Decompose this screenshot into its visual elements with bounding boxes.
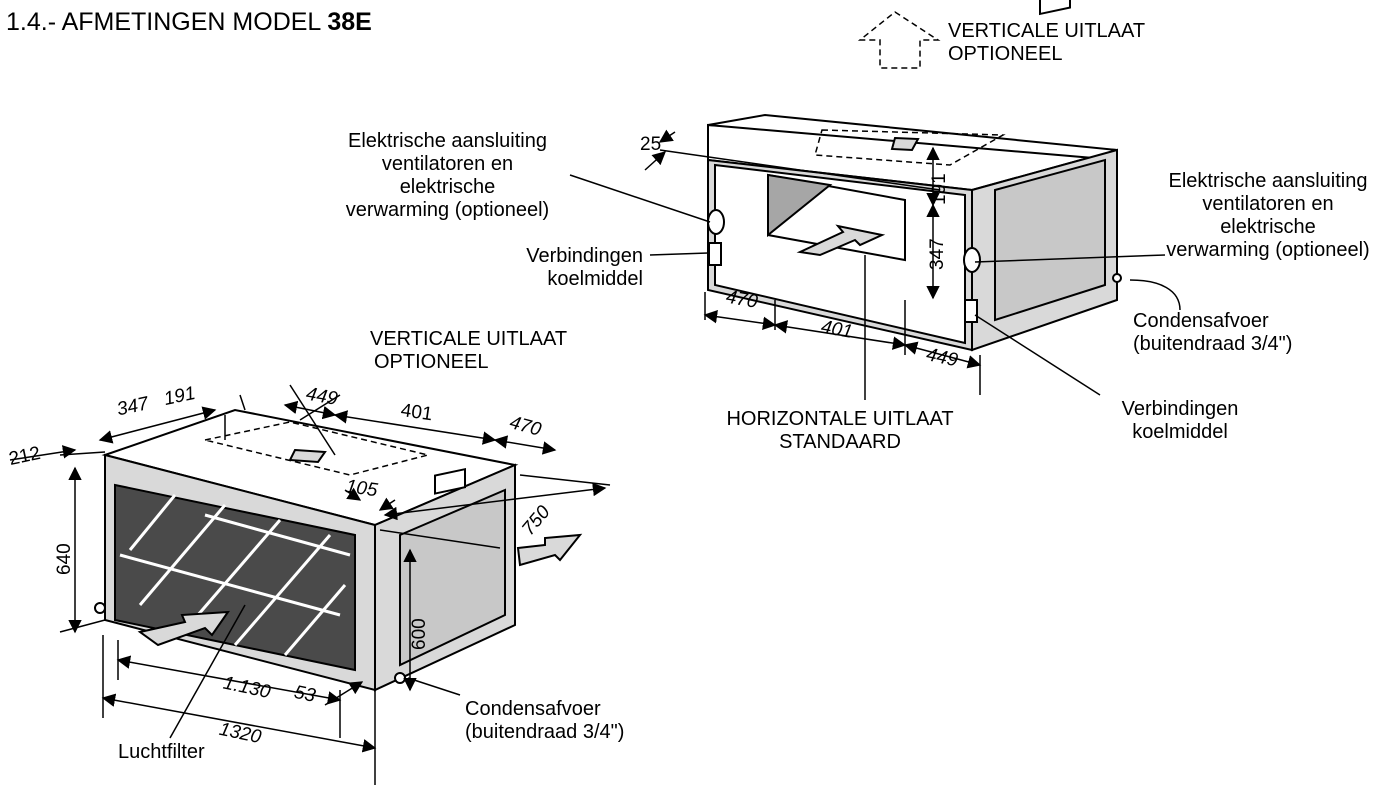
horizontal-outlet-label: HORIZONTALE UITLAAT STANDAARD (726, 408, 954, 453)
dim-right-191: 191 (929, 173, 950, 205)
right-side-refrigerant-connections-label: Verbindingen koelmiddel (1121, 398, 1239, 443)
dim-left-470: 470 (507, 412, 543, 441)
right-side-electrical-connection-label: Elektrische aansluiting ventilatoren en … (1166, 170, 1370, 261)
horizontal-outlet-arrow (796, 224, 886, 257)
air-outlet-arrow (516, 533, 583, 567)
dim-left-1130: 1.130 (221, 673, 272, 704)
left-condensate-drain-label: Condensafvoer (buitendraad 3/4") (465, 698, 625, 743)
air-filter-label: Luchtfilter (118, 741, 205, 763)
dim-left-640: 640 (54, 543, 75, 575)
vertical-outlet-arrow (857, 11, 941, 69)
left-vertical-outlet-label: VERTICALE UITLAAT OPTIONEEL (370, 328, 568, 373)
dim-left-401: 401 (399, 400, 433, 425)
air-inlet-arrow (137, 610, 231, 647)
right-electrical-connection-label: Elektrische aansluiting ventilatoren en … (345, 130, 550, 221)
dim-left-449: 449 (304, 384, 339, 410)
right-vertical-outlet-label: VERTICALE UITLAAT OPTIONEEL (948, 20, 1146, 65)
dim-right-470: 470 (724, 287, 759, 313)
dim-right-401: 401 (819, 317, 854, 343)
dim-right-25: 25 (640, 134, 661, 155)
model-number: 38E (327, 8, 372, 36)
right-condensate-drain-label: Condensafvoer (buitendraad 3/4") (1133, 310, 1293, 355)
left-unit (94, 408, 583, 692)
dim-left-600: 600 (409, 618, 430, 650)
dim-right-449: 449 (924, 344, 960, 371)
dim-left-105: 105 (344, 476, 379, 501)
dim-left-191: 191 (162, 383, 197, 410)
right-refrigerant-connections-label: Verbindingen koelmiddel (526, 245, 643, 290)
dim-left-212: 212 (7, 443, 42, 470)
dim-left-347: 347 (115, 393, 152, 420)
dim-left-750: 750 (518, 502, 555, 540)
dim-left-53: 53 (292, 682, 317, 707)
dim-left-1320: 1320 (217, 719, 263, 748)
right-unit (707, 0, 1122, 352)
title-text: 1.4.- AFMETINGEN MODEL (6, 8, 328, 36)
page-title: 1.4.- AFMETINGEN MODEL 38E (6, 8, 372, 37)
dim-right-347: 347 (927, 238, 948, 270)
